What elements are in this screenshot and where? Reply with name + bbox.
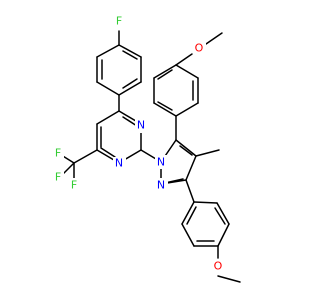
bond [179,145,193,156]
bond [175,64,199,79]
label-backdrop [212,259,225,273]
molecule-structure: F O N N N N F F F O [52,14,241,283]
atom-oxygen-bottom: O [214,260,223,273]
bond [195,149,220,157]
bond [193,201,218,204]
atom-fluorine-cf3-1: F [55,147,61,160]
bond [157,69,173,80]
bond [214,207,226,225]
bond [100,147,116,158]
atom-nitrogen-pyrimidine-2: N [115,157,123,170]
label-backdrop [52,170,64,184]
atom-nitrogen-pyrazole-1: N [157,156,165,169]
bond [153,102,177,117]
bond [216,202,230,225]
bond [122,116,138,127]
label-backdrop [68,178,80,192]
label-backdrop [193,41,206,55]
label-backdrop [155,155,168,169]
bond [96,44,120,58]
bond [118,44,142,58]
atom-oxygen-top: O [195,42,204,55]
atom-fluorine-top: F [116,15,122,28]
bond [217,275,241,283]
bond [175,102,199,117]
bond [185,179,195,203]
label-backdrop [52,146,64,160]
bond [175,53,193,66]
bond [186,206,197,225]
label-backdrop [155,178,168,192]
bond [175,139,197,157]
bond [96,81,120,96]
bond [181,223,195,247]
label-backdrop [113,157,126,171]
bond [122,50,138,60]
atom-labels: F O N N N N F F F O [52,14,225,273]
bond [157,101,173,111]
bond [73,149,98,164]
bond [185,155,197,181]
atom-fluorine-cf3-3: F [71,179,77,192]
atom-nitrogen-pyrimidine-1: N [137,119,145,132]
bond [122,78,138,89]
label-backdrop [113,14,125,28]
bond [217,223,230,247]
bonds [57,30,241,283]
atom-fluorine-cf3-2: F [55,171,61,184]
bond [153,64,177,79]
atom-nitrogen-pyrazole-2: N [157,179,165,192]
bond [96,110,120,125]
bond [118,81,142,96]
bond [181,201,195,225]
bond [205,32,223,45]
label-backdrop [135,119,148,133]
